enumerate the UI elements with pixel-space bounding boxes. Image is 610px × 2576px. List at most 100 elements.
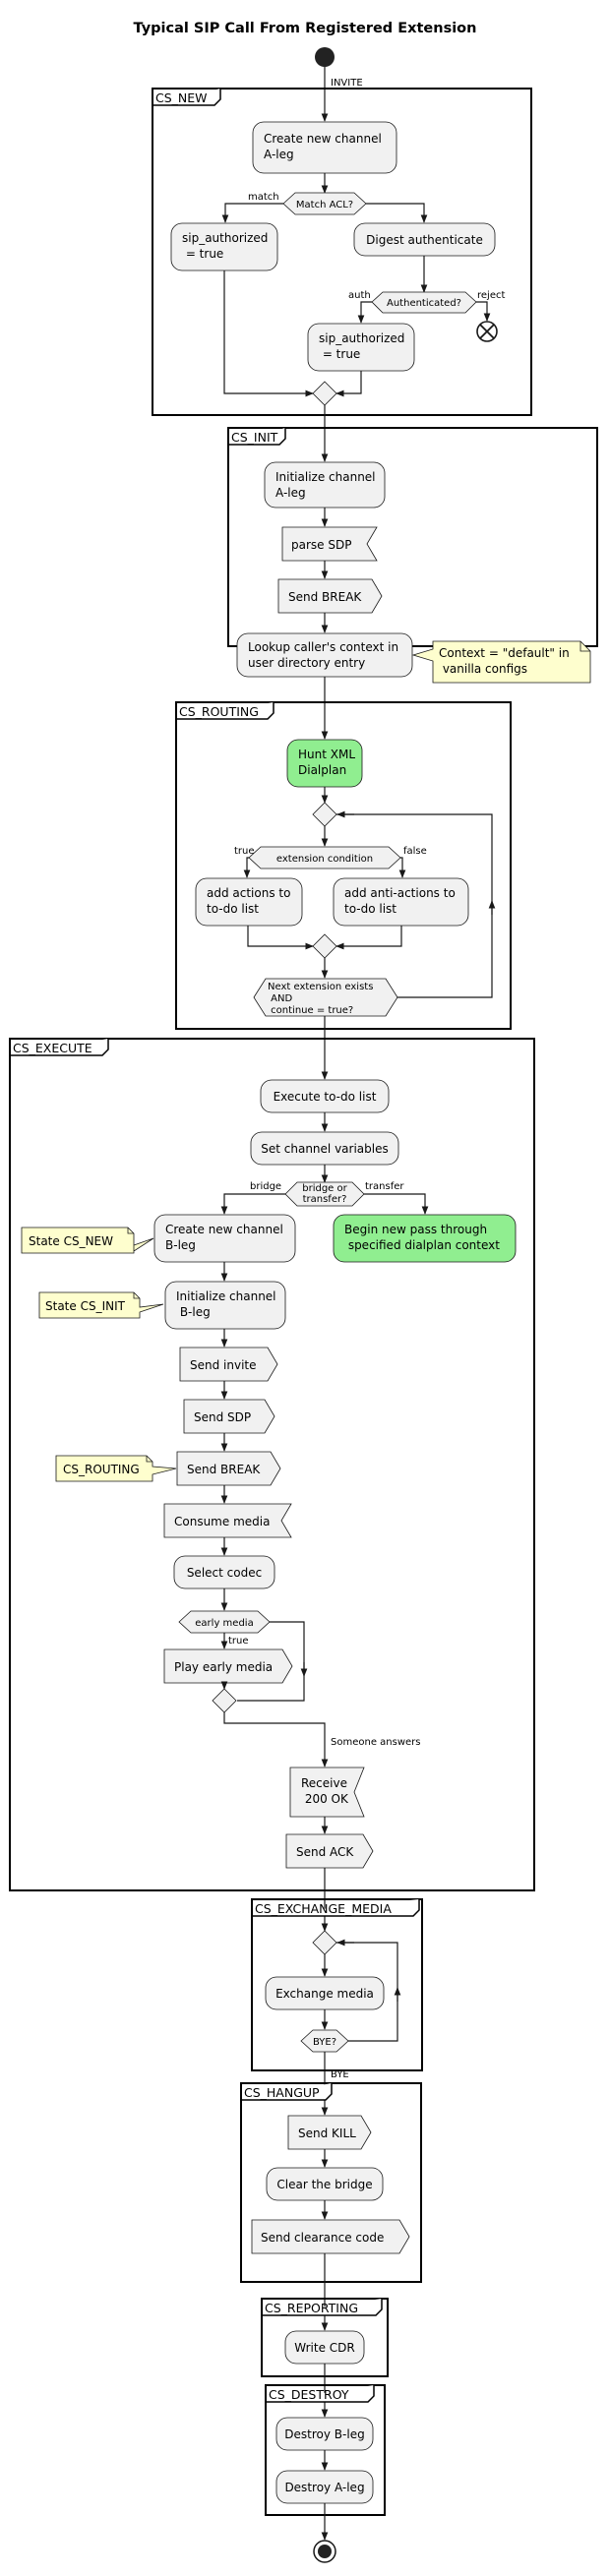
bridge-or-transfer-line1: bridge or xyxy=(302,1183,347,1194)
initialize-channel-a-leg-line1: Initialize channel xyxy=(275,470,376,484)
select-codec-label: Select codec xyxy=(187,1566,262,1580)
parse-sdp-label: parse SDP xyxy=(291,538,351,552)
add-anti-actions-line2: to-do list xyxy=(344,902,396,916)
send-kill xyxy=(287,2115,372,2150)
lookup-caller-context-line2: user directory entry xyxy=(248,656,365,670)
send-break-a xyxy=(277,578,383,614)
initialize-channel-b-leg xyxy=(164,1281,286,1330)
send-ack xyxy=(285,1833,374,1869)
routing-false-label: false xyxy=(403,846,427,857)
set-channel-variables-label: Set channel variables xyxy=(261,1142,388,1156)
merge-routing-condition xyxy=(312,933,337,959)
partition-label-cs-init: CS_INIT xyxy=(231,430,278,445)
partition-label-cs-exchange-media: CS_EXCHANGE_MEDIA xyxy=(255,1901,392,1916)
consume-media-label: Consume media xyxy=(174,1515,270,1528)
begin-new-pass-line2: specified dialplan context xyxy=(344,1238,500,1252)
destroy-a-leg-label: Destroy A-leg xyxy=(284,2481,364,2494)
sip-authorized-2-line2: = true xyxy=(319,347,360,361)
parse-sdp xyxy=(281,526,378,562)
merge-exchange-loop xyxy=(312,1930,337,1955)
svg-text:sip_authorized = true: sip_authorized = true xyxy=(182,231,268,261)
clear-the-bridge-label: Clear the bridge xyxy=(276,2178,372,2191)
reject-label: reject xyxy=(477,290,505,301)
someone-answers-label: Someone answers xyxy=(331,1737,420,1748)
auth-label: auth xyxy=(348,290,371,301)
create-channel-b-leg-line2: B-leg xyxy=(165,1238,196,1252)
bye-label: BYE xyxy=(331,2069,349,2080)
svg-text:Next extension exists AND cont: Next extension exists AND continue = tru… xyxy=(268,982,373,1016)
destroy-b-leg-label: Destroy B-leg xyxy=(284,2427,364,2441)
send-kill-label: Send KILL xyxy=(298,2127,356,2140)
routing-true-label: true xyxy=(234,846,255,857)
svg-text:Context = "default" in vanilla: Context = "default" in vanilla configs xyxy=(439,646,570,676)
play-early-media-label: Play early media xyxy=(174,1660,273,1674)
sip-authorized-1-line2: = true xyxy=(182,247,223,261)
receive-200-ok xyxy=(289,1767,365,1818)
end-node xyxy=(313,2540,336,2563)
sip-authorized-2-line1: sip_authorized xyxy=(319,331,404,345)
send-invite xyxy=(179,1347,278,1382)
add-actions-line1: add actions to xyxy=(207,886,290,900)
consume-media xyxy=(163,1503,292,1538)
merge-routing-loop xyxy=(312,802,337,827)
create-channel-a-leg-line1: Create new channel xyxy=(264,132,382,146)
merge-cs-new xyxy=(312,381,337,406)
hunt-xml-line1: Hunt XML xyxy=(298,748,355,761)
partition-label-cs-destroy: CS_DESTROY xyxy=(269,2387,349,2402)
note-state-cs-new xyxy=(21,1227,154,1254)
flow-final-node xyxy=(476,321,498,342)
initialize-channel-a-leg xyxy=(264,461,386,509)
note-state-cs-init-label: State CS_INIT xyxy=(45,1299,126,1313)
receive-200-ok-line1: Receive xyxy=(301,1776,347,1790)
svg-text:Receive 200 OK: Receive 200 OK xyxy=(301,1776,349,1806)
transfer-label: transfer xyxy=(365,1181,404,1192)
note-context-default xyxy=(411,640,591,684)
partition-cs-init: CS_INIT xyxy=(227,427,598,647)
invite-label: INVITE xyxy=(331,78,363,89)
note-state-cs-new-label: State CS_NEW xyxy=(29,1234,113,1248)
create-channel-b-leg-line1: Create new channel xyxy=(165,1223,283,1236)
match-acl-label: Match ACL? xyxy=(296,200,353,210)
authenticated-label: Authenticated? xyxy=(387,298,461,309)
bridge-or-transfer-line2: transfer? xyxy=(303,1194,347,1205)
exchange-media-label: Exchange media xyxy=(275,1987,374,2001)
add-anti-actions-line1: add anti-actions to xyxy=(344,886,456,900)
svg-text:Initialize channel B-leg: Initialize channel B-leg xyxy=(176,1289,276,1319)
sip-authorized-1-line1: sip_authorized xyxy=(182,231,268,245)
add-actions xyxy=(195,877,303,927)
send-sdp xyxy=(183,1399,275,1434)
initialize-channel-b-leg-line1: Initialize channel xyxy=(176,1289,276,1303)
digest-authenticate-label: Digest authenticate xyxy=(366,233,483,247)
write-cdr-label: Write CDR xyxy=(294,2341,354,2355)
note-context-line2: vanilla configs xyxy=(439,662,527,676)
next-extension-line3: continue = true? xyxy=(268,1005,353,1016)
send-break-b xyxy=(176,1451,281,1486)
partition-cs-reporting: CS_REPORTING xyxy=(261,2298,389,2377)
next-extension-line2: AND xyxy=(268,993,293,1004)
early-media-true-label: true xyxy=(228,1636,249,1647)
partition-label-cs-new: CS_NEW xyxy=(155,90,208,105)
begin-new-pass-line1: Begin new pass through xyxy=(344,1223,487,1236)
initialize-channel-a-leg-line2: A-leg xyxy=(275,486,306,500)
note-cs-routing-label: CS_ROUTING xyxy=(63,1463,140,1476)
start-node xyxy=(315,47,335,67)
partition-label-cs-routing: CS_ROUTING xyxy=(179,704,259,719)
send-invite-label: Send invite xyxy=(190,1358,257,1372)
play-early-media xyxy=(163,1648,293,1684)
send-ack-label: Send ACK xyxy=(296,1845,354,1859)
lookup-caller-context-line1: Lookup caller's context in xyxy=(248,640,398,654)
initialize-channel-b-leg-line2: B-leg xyxy=(176,1305,211,1319)
send-clearance-code-label: Send clearance code xyxy=(261,2231,384,2245)
send-sdp-label: Send SDP xyxy=(194,1410,251,1424)
hunt-xml-line2: Dialplan xyxy=(298,763,346,777)
begin-new-pass xyxy=(333,1214,517,1263)
partition-label-cs-hangup: CS_HANGUP xyxy=(244,2085,320,2100)
